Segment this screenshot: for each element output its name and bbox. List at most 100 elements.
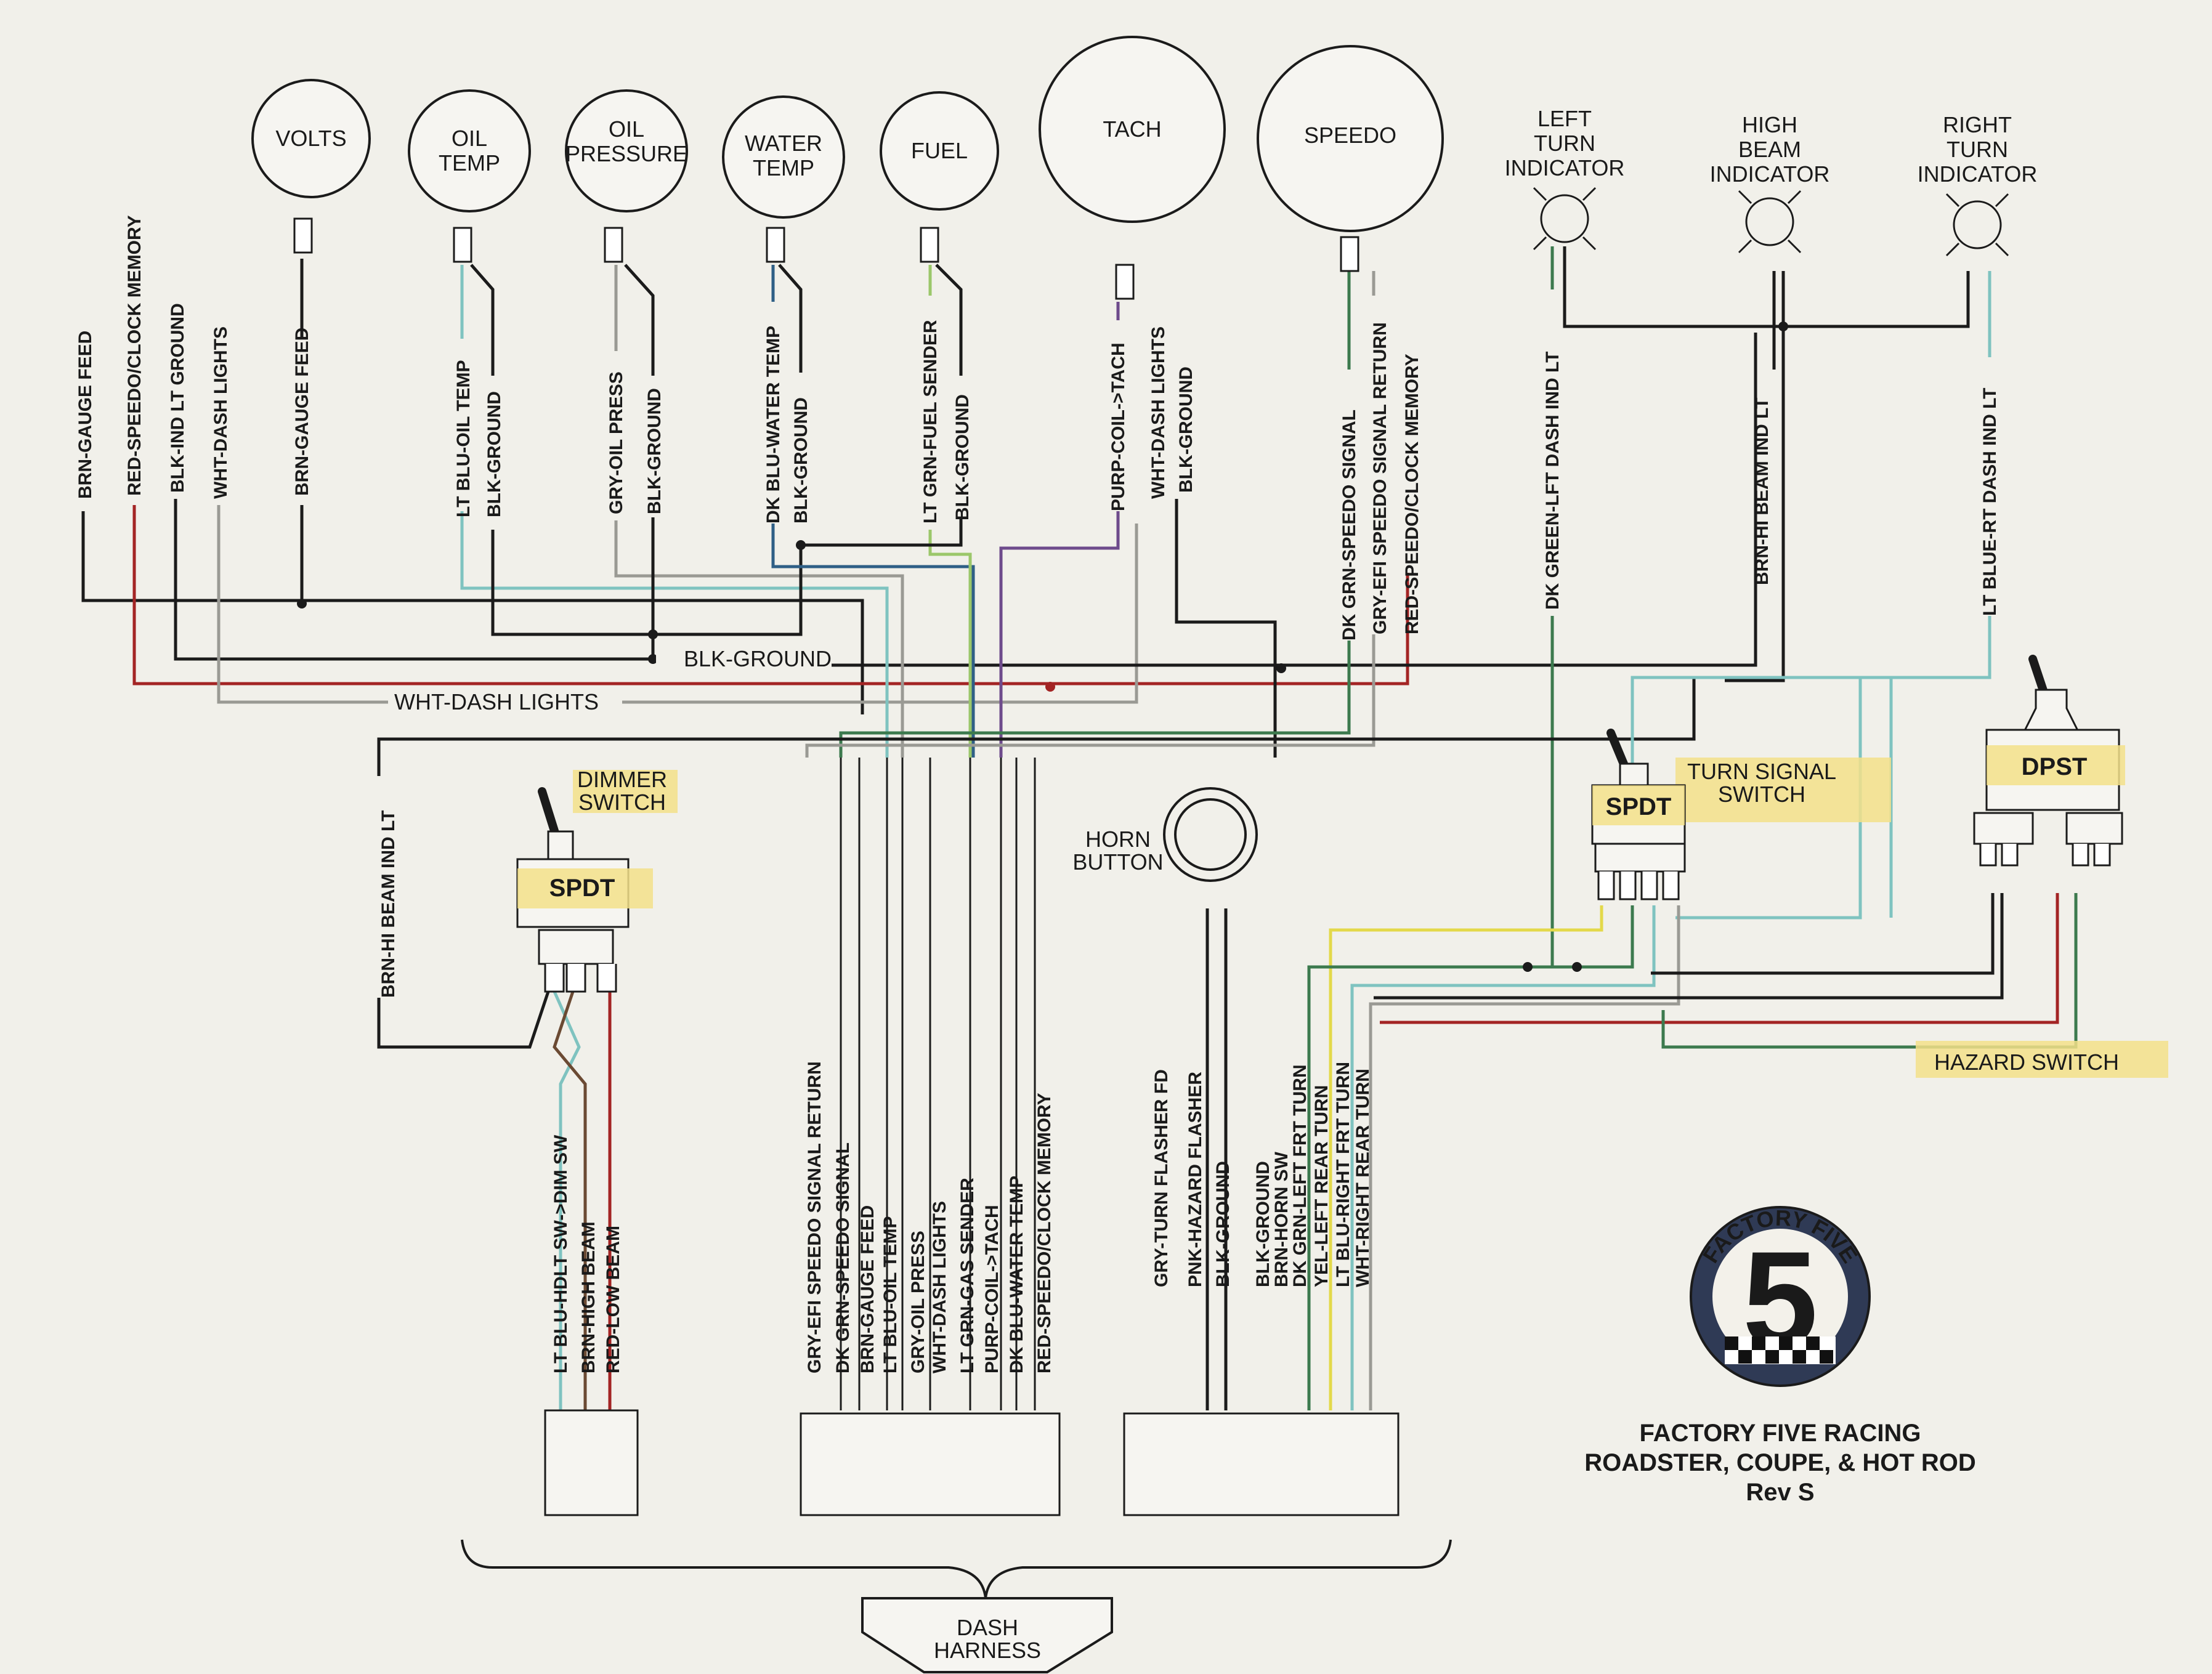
checkered-flag-icon [1725,1336,1836,1364]
label-dim-1: LT BLU-HDLT SW->DIM SW [551,1134,571,1373]
label-gauge-conn-9: DK BLU-WATER TEMP [1007,1176,1027,1373]
gauge-water-temp-label-1: WATER [745,131,822,156]
wire-brn-gauge-feed [81,511,864,714]
gauge-oil-temp-label-2: TEMP [439,150,500,176]
label-tach-blk: BLK-GROUND [1176,366,1196,493]
horn-button[interactable]: HORN BUTTON [1072,787,1258,882]
label-speedo-gry: GRY-EFI SPEEDO SIGNAL RETURN [1370,322,1390,634]
turn-switch-title-1: TURN SIGNAL [1687,759,1836,784]
wire-hazard-grn [1661,893,2078,1049]
gauge-volts-label: VOLTS [275,126,346,151]
label-ctrl-conn-7: YEL-LEFT REAR TURN [1311,1085,1332,1287]
gauge-fuel-label: FUEL [911,138,968,163]
gauge-speedo-label: SPEEDO [1304,123,1396,148]
gauge-volts: VOLTS [251,79,371,254]
wire-turn-yel [1329,905,1603,1410]
indicator-left-turn-label-3: INDICATOR [1505,155,1625,180]
hazard-switch-title: HAZARD SWITCH [1934,1049,2119,1075]
label-oil-press-blk: BLK-GROUND [644,388,665,514]
wire-horn [1205,908,1228,1410]
label-left-wht-dash-lights: WHT-DASH LIGHTS [211,326,231,499]
wire-blk-ind-ground [174,499,653,661]
label-oil-press-gry: GRY-OIL PRESS [606,371,626,514]
wire-tach-purp [999,302,1120,758]
label-ctrl-conn-6: DK GRN-LEFT FRT TURN [1290,1064,1310,1287]
indicator-right-turn-label-3: INDICATOR [1918,161,2038,187]
wire-bundle-gauges [840,758,1036,1410]
turn-signal-switch: TURN SIGNAL SWITCH SPDT [1591,729,1891,900]
dimmer-switch-type: SPDT [549,875,615,902]
wire-water-blk [653,264,803,636]
harness-label-1: DASH [957,1615,1018,1640]
connector-gauges: GRY-EFI SPEEDO SIGNAL RETURN DK GRN-SPEE… [800,1061,1061,1516]
footer-line-2: ROADSTER, COUPE, & HOT ROD [1584,1449,1976,1476]
label-gauge-conn-6: WHT-DASH LIGHTS [930,1201,950,1373]
indicator-high-beam-label-1: HIGH [1742,112,1797,137]
label-gauge-conn-4: LT BLU-OIL TEMP [880,1216,901,1373]
gauge-fuel: FUEL [880,91,999,263]
label-water-blk: BLK-GROUND [791,397,811,524]
label-ctrl-conn-4: BLK-GROUND [1253,1161,1273,1287]
wire-turn-blu [1350,905,1656,1410]
label-tach-wht: WHT-DASH LIGHTS [1148,326,1169,499]
label-gauge-conn-5: GRY-OIL PRESS [908,1231,928,1373]
indicator-right-turn-label-1: RIGHT [1943,112,2012,137]
wire-wht-dash-lights-right [622,524,1138,704]
label-ctrl-conn-1: GRY-TURN FLASHER FD [1151,1069,1172,1287]
label-gauge-conn-8: PURP-COIL->TACH [982,1205,1002,1373]
indicator-high-beam-label-2: BEAM [1738,137,1801,162]
junction-dots [297,321,1788,972]
label-speedo-red: RED-SPEEDO/CLOCK MEMORY [1402,354,1422,634]
label-right-turn-ind: LT BLUE-RT DASH IND LT [1980,387,2000,616]
hazard-switch: DPST HAZARD SWITCH [1916,655,2168,1078]
label-left-turn-ind: DK GREEN-LFT DASH IND LT [1542,352,1563,610]
dimmer-switch-title-1: DIMMER [577,767,667,792]
gauge-tach: TACH [1039,36,1226,300]
turn-switch-type: SPDT [1606,793,1672,820]
label-gauge-conn-10: RED-SPEEDO/CLOCK MEMORY [1034,1093,1055,1373]
wire-hazard-blk [1374,893,2004,1000]
wire-hi-beam-left [377,677,1696,1049]
connector-controls: GRY-TURN FLASHER FD PNK-HAZARD FLASHER B… [1123,1062,1400,1516]
label-hi-beam-left: BRN-HI BEAM IND LT [378,811,399,998]
dimmer-switch: DIMMER SWITCH SPDT [516,767,678,993]
label-gauge-conn-7: LT GRN-GAS SENDER [957,1178,978,1373]
label-gauge-conn-1: GRY-EFI SPEEDO SIGNAL RETURN [804,1061,825,1373]
wire-red-memory [132,505,1409,685]
label-water-dkblu: DK BLU-WATER TEMP [763,326,784,524]
left-turn-lamp-icon [1540,194,1589,243]
wire-oil-press-gry [614,265,904,758]
wire-labels: BRN-GAUGE FEED RED-SPEEDO/CLOCK MEMORY B… [75,215,2000,998]
horn-label-2: BUTTON [1072,849,1163,875]
label-left-blk-ind-ground: BLK-IND LT GROUND [168,303,188,493]
connector-dimmer: LT BLU-HDLT SW->DIM SW BRN-HIGH BEAM RED… [544,1134,639,1516]
label-dim-3: RED-LOW BEAM [603,1226,623,1373]
wire-indicator-bus [1563,246,1970,328]
indicator-left-turn-label-1: LEFT [1537,106,1592,131]
gauge-oil-temp-label-1: OIL [452,126,487,151]
wire-turn-grn [1307,905,1634,1410]
label-ctrl-conn-8: LT BLU-RIGHT FRT TURN [1333,1062,1353,1287]
indicator-right-turn-label-2: TURN [1947,137,2008,162]
wire-tach-blk [1175,499,1277,758]
footer-title: FACTORY FIVE RACING ROADSTER, COUPE, & H… [1584,1420,1976,1506]
wire-wht-dash-lights-left [217,505,388,704]
label-ground-bus: BLK-GROUND [684,646,832,671]
factory-five-logo: FACTORY FIVE 5 [1690,1205,1871,1387]
horn-label-1: HORN [1085,827,1151,852]
dash-harness: DASH HARNESS [461,1539,1452,1673]
footer-line-3: Rev S [1746,1479,1814,1506]
label-gauge-conn-2: DK GRN-SPEEDO SIGNAL [833,1142,853,1373]
wire-dim-brn [553,991,587,1410]
label-speedo-grn: DK GRN-SPEEDO SIGNAL [1339,410,1359,641]
wire-hazard-pink [1380,893,2059,1024]
horn-button-icon [1163,787,1258,882]
wire-oil-temp-blu [460,265,889,758]
wire-fuel-blk [801,264,963,547]
wire-fuel-grn [928,265,972,758]
gauge-oil-pressure-label-2: PRESSURE [565,141,687,166]
indicator-high-beam-label-3: INDICATOR [1710,161,1830,187]
label-dash-lights-bus: WHT-DASH LIGHTS [394,689,599,714]
indicator-high-beam: HIGH BEAM INDICATOR [1710,112,1830,254]
label-left-red-memory: RED-SPEEDO/CLOCK MEMORY [124,215,145,496]
